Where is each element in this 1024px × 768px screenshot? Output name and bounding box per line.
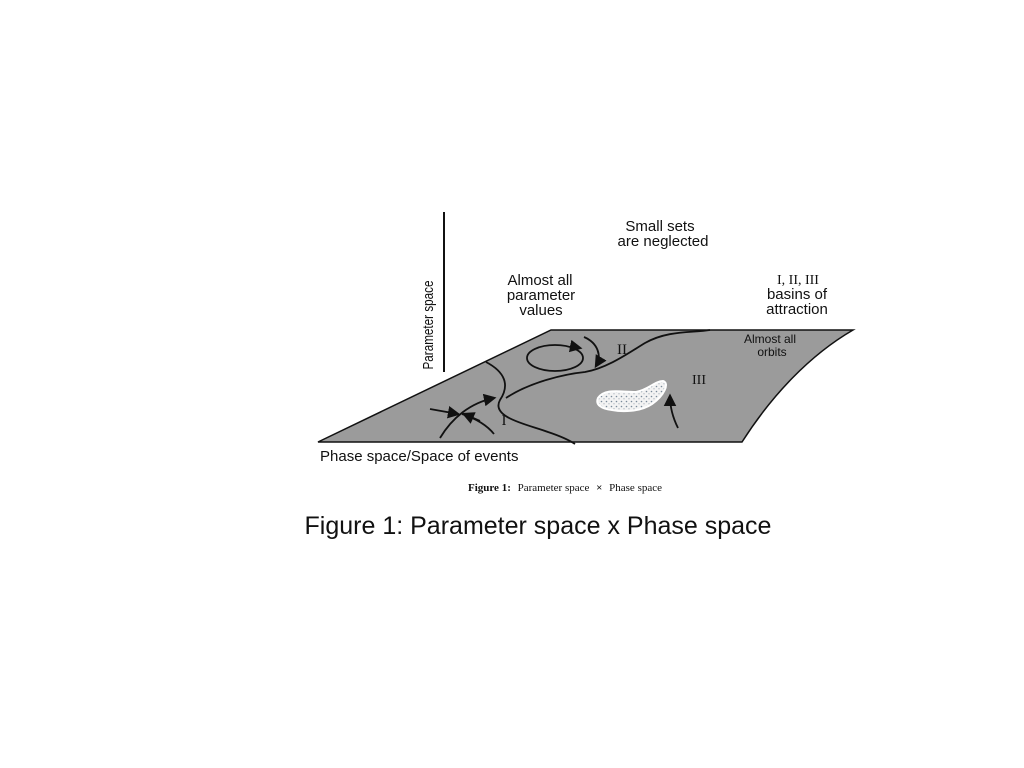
almost-all-param-line2: parameter [507, 287, 575, 304]
boundary-curve-left [485, 361, 576, 445]
almost-all-orbits-line2: orbits [757, 345, 786, 359]
basins-label-line3: attraction [766, 301, 828, 318]
small-sets-label-line1: Small sets [625, 218, 694, 235]
basins-label-line2: basins of [767, 286, 828, 303]
attractor-flow-arrow [663, 393, 679, 429]
boundary-curve-right [505, 329, 711, 399]
region-III-label: III [692, 373, 706, 388]
parameter-space-axis-label: Parameter space [420, 280, 437, 369]
limit-cycle-arrow [568, 339, 583, 353]
region-II-label: II [617, 342, 627, 358]
strange-attractor-blob [596, 379, 667, 413]
saddle-outgoing-curve [439, 393, 497, 439]
figure-caption-small: Figure 1: Parameter space × Phase space [468, 482, 662, 494]
limit-cycle-orbit [526, 344, 584, 372]
phase-space-label: Phase space/Space of events [320, 448, 518, 465]
spiral-in-arrow [583, 336, 607, 369]
saddle-incoming-arrow [429, 406, 461, 419]
saddle-outgoing-curve-lower [461, 413, 495, 435]
almost-all-param-line3: values [519, 302, 562, 319]
basins-label-line1: I, II, III [777, 273, 819, 288]
region-I-label: I [502, 413, 507, 429]
almost-all-param-line1: Almost all [507, 272, 572, 289]
small-sets-label-line2: are neglected [618, 233, 709, 250]
slide-caption: Figure 1: Parameter space x Phase space [304, 512, 772, 540]
almost-all-orbits-line1: Almost all [744, 332, 796, 346]
